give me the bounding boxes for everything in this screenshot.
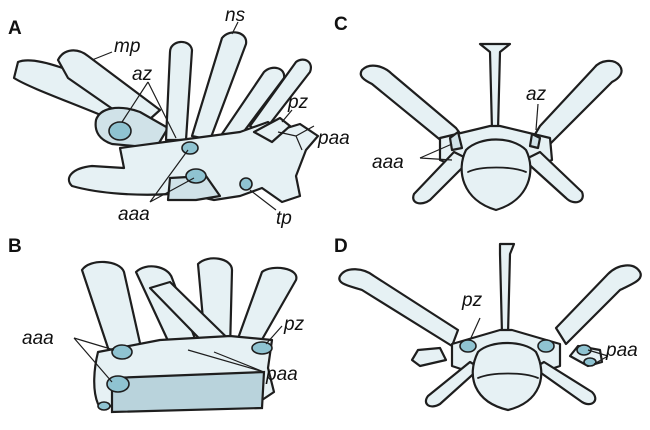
label-az-c: az	[526, 84, 547, 105]
az-facet-c	[530, 134, 540, 148]
left-process-c	[361, 66, 462, 146]
label-tp: tp	[276, 208, 292, 229]
panel-a: A mp ns az pz paa aaa	[8, 5, 350, 229]
label-az-a: az	[132, 64, 153, 85]
aaa-facet-a1	[182, 142, 198, 154]
label-aaa-c: aaa	[372, 152, 404, 173]
neural-spine-d	[500, 244, 514, 334]
panel-d: D pz paa	[334, 236, 641, 410]
label-pz-a: pz	[287, 92, 309, 113]
az-facet-a	[109, 122, 131, 140]
right-lower-process-c	[524, 152, 583, 202]
panel-c: C aaa az	[334, 14, 622, 210]
panel-b: B aaa pz paa	[8, 236, 305, 412]
aaa-facet-b3	[98, 402, 110, 410]
aaa-facet-b2	[107, 376, 129, 392]
panel-a-letter: A	[8, 18, 22, 39]
panel-d-letter: D	[334, 236, 348, 257]
leader-mp	[92, 52, 112, 60]
right-process-d	[556, 265, 641, 344]
left-process-d	[339, 269, 458, 346]
panel-b-letter: B	[8, 236, 22, 257]
label-pz-b: pz	[283, 314, 305, 335]
label-paa-a: paa	[317, 128, 350, 149]
label-mp: mp	[114, 36, 140, 57]
neural-spine-c	[480, 44, 510, 130]
pz-facet-d1	[460, 340, 476, 352]
right-tail-d	[534, 362, 595, 404]
pz-facet-d2	[538, 340, 554, 352]
paa-facet-d2	[584, 358, 596, 366]
transverse-process-facet	[240, 178, 252, 190]
panel-c-letter: C	[334, 14, 348, 35]
leader-az-c	[536, 104, 538, 130]
label-aaa-b: aaa	[22, 328, 54, 349]
right-process-c	[534, 61, 622, 146]
label-paa-b: paa	[265, 364, 298, 385]
centrum-b	[112, 372, 264, 412]
label-aaa-a: aaa	[118, 204, 150, 225]
label-paa-d: paa	[605, 340, 638, 361]
pz-facet-b	[252, 342, 272, 354]
left-lower-process-d	[412, 348, 446, 366]
aaa-facet-b1	[112, 345, 132, 359]
label-ns: ns	[225, 5, 246, 26]
label-pz-d: pz	[461, 290, 483, 311]
centrum-c	[462, 140, 531, 211]
